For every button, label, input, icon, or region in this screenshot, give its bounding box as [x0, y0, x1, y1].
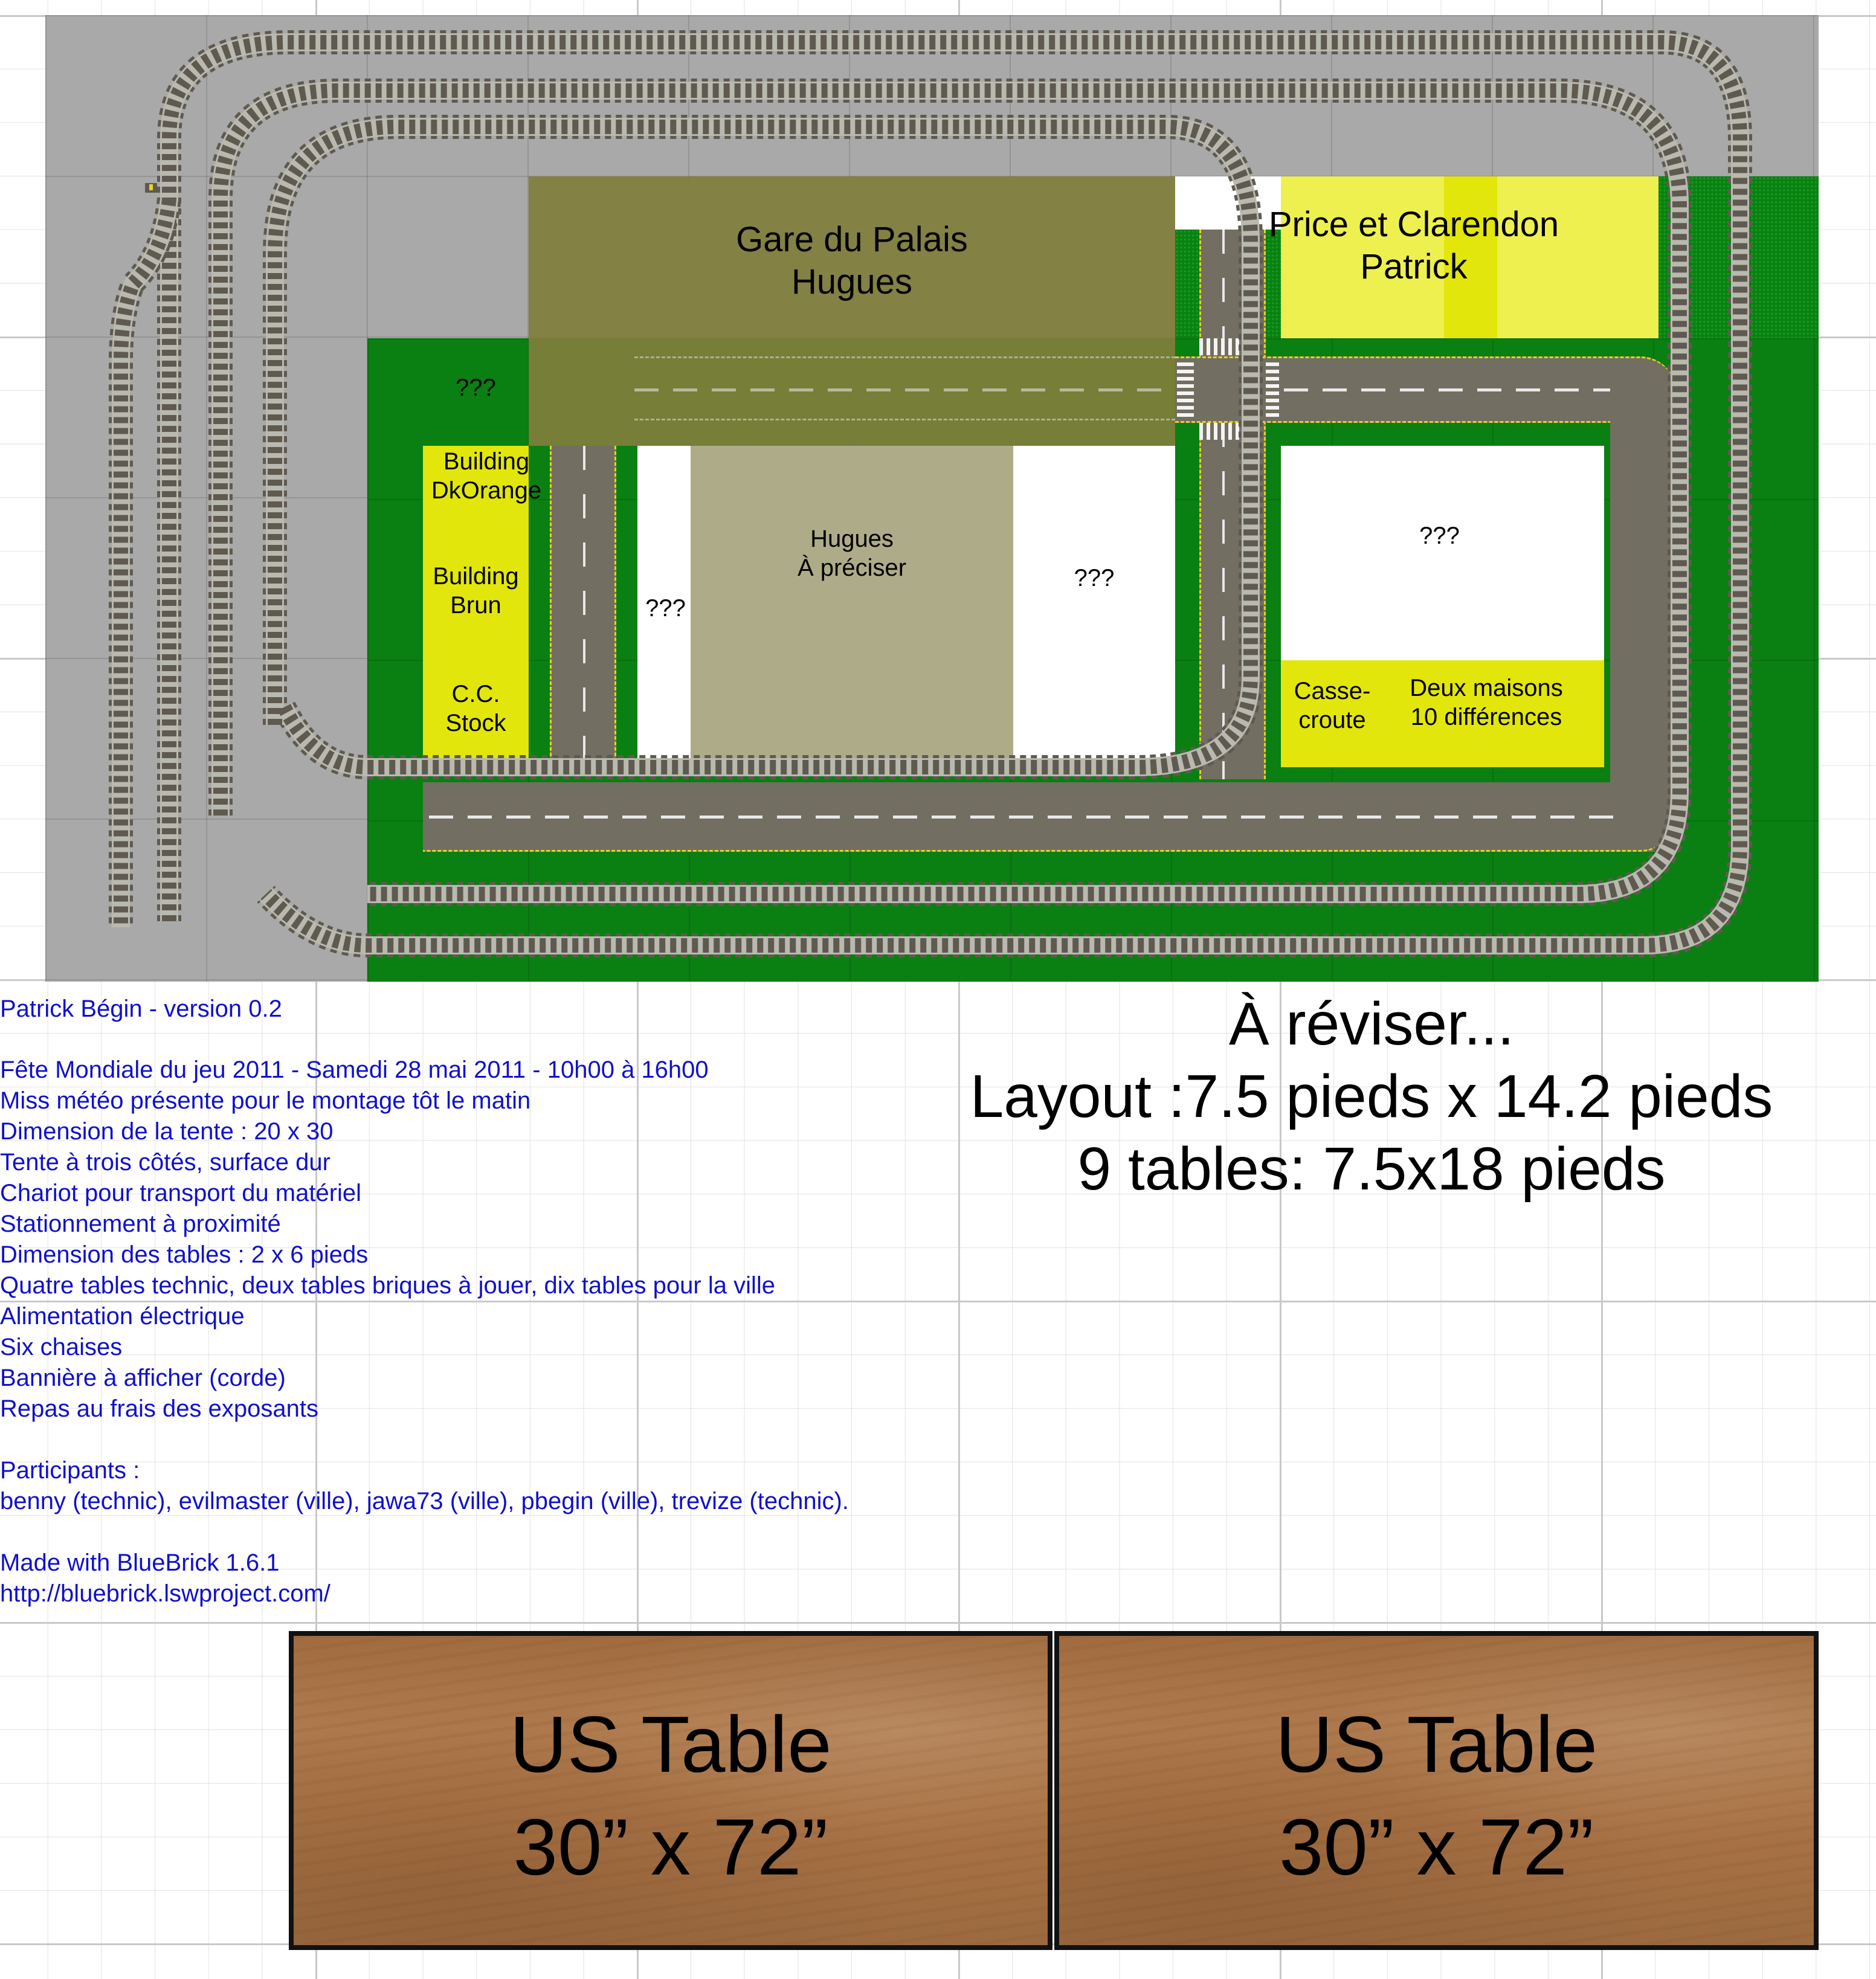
- zone-unknown-center-right-label: ???: [1074, 565, 1115, 591]
- info-line: Bannière à afficher (corde): [0, 1365, 286, 1391]
- zone-building-brun-line1: Building: [433, 563, 519, 590]
- zone-building-dkorange[interactable]: Building DkOrange: [423, 447, 550, 513]
- made-with: Made with BlueBrick 1.6.1: [0, 1549, 280, 1576]
- crosswalk-bottom: [1199, 423, 1248, 440]
- zone-unknown-right-block-label: ???: [1419, 523, 1460, 549]
- author-version: Patrick Bégin - version 0.2: [0, 996, 282, 1022]
- zone-deux-maisons-line1: Deux maisons: [1410, 675, 1563, 701]
- info-line: Stationnement à proximité: [0, 1211, 281, 1237]
- road-horizontal-right-upper: [1175, 356, 1677, 423]
- us-table-left-size: 30” x 72”: [513, 1803, 828, 1891]
- zone-casse-croute-line2: croute: [1298, 707, 1366, 733]
- info-line: Dimension de la tente : 20 x 30: [0, 1118, 334, 1145]
- zone-casse-croute-line1: Casse-: [1294, 678, 1371, 704]
- zone-deux-maisons-line2: 10 différences: [1410, 704, 1562, 730]
- zone-gare-line1: Gare du Palais: [736, 220, 968, 259]
- us-table-right[interactable]: US Table 30” x 72”: [1054, 1631, 1819, 1950]
- info-line: Fête Mondiale du jeu 2011 - Samedi 28 ma…: [0, 1057, 709, 1083]
- info-line: Six chaises: [0, 1334, 123, 1360]
- us-table-left[interactable]: US Table 30” x 72”: [289, 1631, 1052, 1950]
- zone-hugues-line2: À préciser: [797, 555, 907, 581]
- zone-unknown-right-block[interactable]: ???: [1281, 446, 1604, 660]
- zone-unknown-left-strip[interactable]: ???: [637, 446, 691, 767]
- zone-unknown-top-left-label: ???: [456, 375, 496, 401]
- us-table-left-title: US Table: [509, 1700, 832, 1789]
- bluebrick-url[interactable]: http://bluebrick.lswproject.com/: [0, 1580, 330, 1607]
- zone-cc-stock[interactable]: C.C. Stock: [423, 680, 529, 746]
- us-table-right-size: 30” x 72”: [1279, 1803, 1594, 1891]
- info-line: Chariot pour transport du matériel: [0, 1180, 362, 1206]
- info-line: Quatre tables technic, deux tables briqu…: [0, 1272, 775, 1299]
- info-line: Miss météo présente pour le montage tôt …: [0, 1087, 531, 1114]
- zone-unknown-left-strip-label: ???: [645, 595, 686, 622]
- info-line: Alimentation électrique: [0, 1303, 245, 1330]
- zone-cc-stock-line1: C.C.: [451, 681, 500, 707]
- road-horizontal-main: [423, 782, 1677, 852]
- zone-hugues-line1: Hugues: [810, 526, 894, 552]
- zone-building-dkorange-line2: DkOrange: [431, 477, 542, 504]
- zone-unknown-top-left[interactable]: ???: [423, 338, 529, 446]
- road-vertical-left: [550, 446, 616, 767]
- zone-hugues-a-preciser[interactable]: Hugues À préciser: [691, 446, 1013, 767]
- info-line: Dimension des tables : 2 x 6 pieds: [0, 1241, 369, 1268]
- zone-price-clarendon[interactable]: Price et Clarendon Patrick: [1269, 176, 1658, 338]
- zone-casse-croute[interactable]: Casse- croute: [1281, 677, 1384, 743]
- road-horizontal-top-overlay: [634, 356, 1175, 420]
- zone-building-dkorange-line1: Building: [443, 448, 530, 475]
- us-table-right-title: US Table: [1275, 1700, 1598, 1789]
- zone-cc-stock-line2: Stock: [445, 710, 506, 736]
- crosswalk-right: [1266, 362, 1279, 420]
- crosswalk-left: [1177, 362, 1194, 420]
- revision-layout-size: Layout :7.5 pieds x 14.2 pieds: [970, 1063, 1773, 1130]
- zone-building-brun[interactable]: Building Brun: [423, 562, 529, 628]
- layout-canvas[interactable]: Gare du Palais Hugues Price et Clarendon…: [0, 0, 1876, 991]
- revision-note: À réviser... Layout :7.5 pieds x 14.2 pi…: [918, 988, 1825, 1217]
- zone-price-line2: Patrick: [1360, 246, 1468, 286]
- participants-list: benny (technic), evilmaster (ville), jaw…: [0, 1488, 849, 1514]
- participants-label: Participants :: [0, 1457, 140, 1484]
- crosswalk-top: [1199, 338, 1248, 355]
- zone-deux-maisons[interactable]: Deux maisons 10 différences: [1384, 674, 1589, 740]
- road-vertical-right: [1199, 230, 1266, 779]
- zone-unknown-center-right[interactable]: ???: [1013, 446, 1175, 767]
- zone-price-line1: Price et Clarendon: [1268, 205, 1559, 244]
- zone-gare-line2: Hugues: [791, 262, 912, 301]
- info-line: Tente à trois côtés, surface dur: [0, 1149, 330, 1176]
- revision-title: À réviser...: [1228, 990, 1515, 1058]
- revision-tables: 9 tables: 7.5x18 pieds: [1077, 1135, 1666, 1203]
- zone-building-brun-line2: Brun: [450, 592, 501, 619]
- info-line: Repas au frais des exposants: [0, 1395, 318, 1422]
- green-baseplate-right: [1658, 176, 1819, 338]
